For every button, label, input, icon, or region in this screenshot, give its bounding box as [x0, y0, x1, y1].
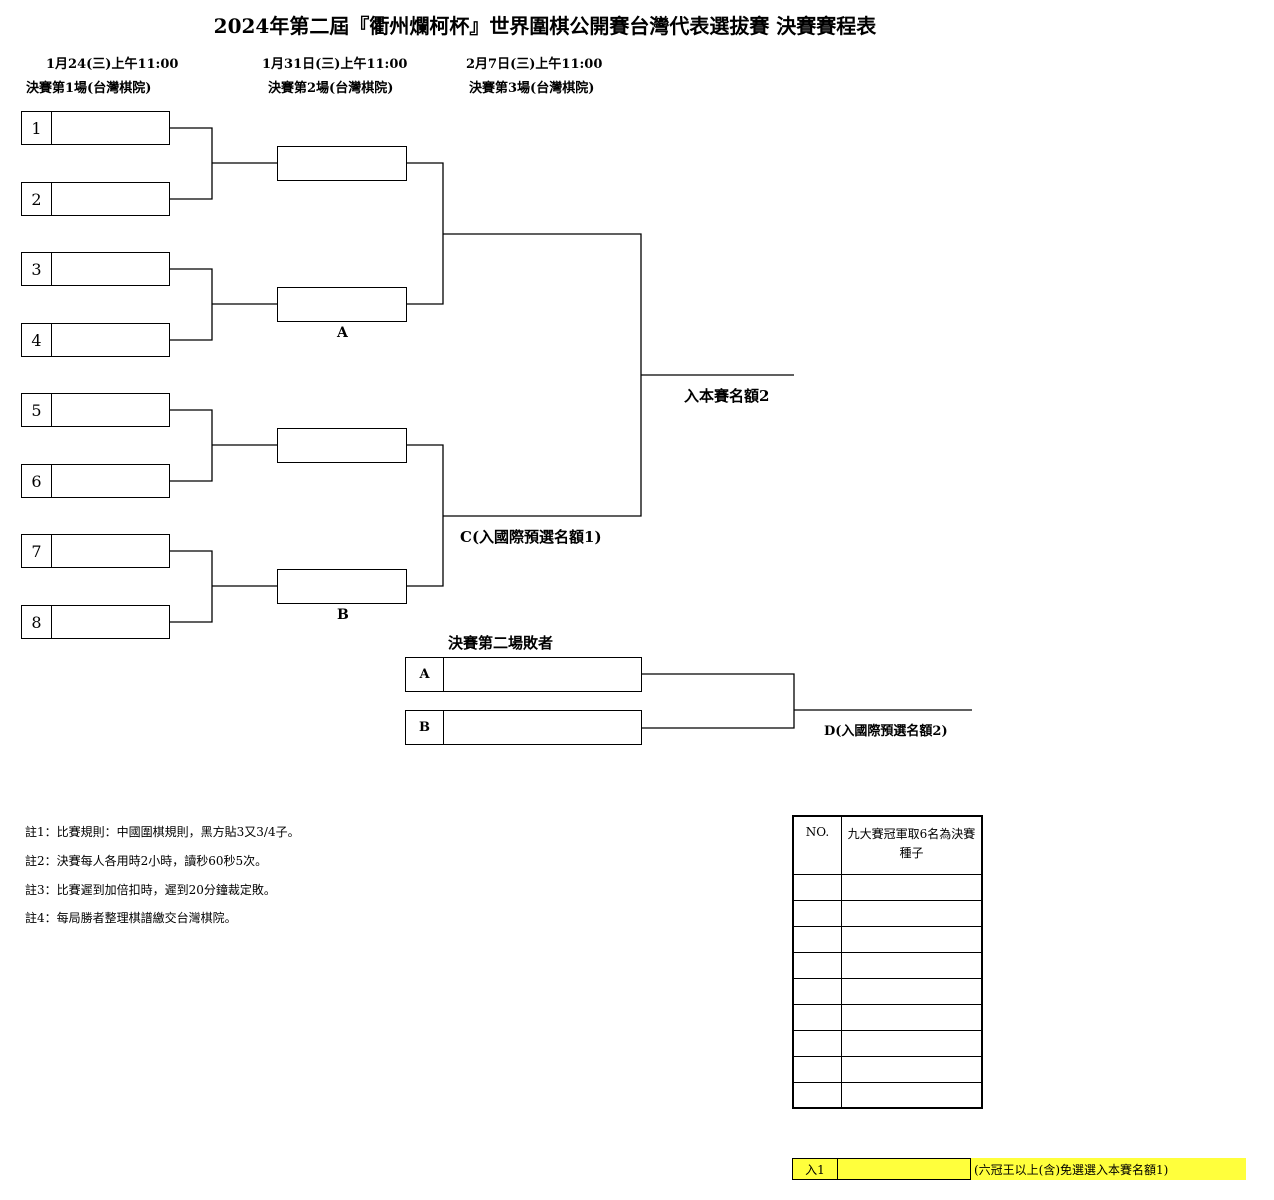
note-1: 註1：比賽規則：中國圍棋規則，黑方貼3又3/4子。: [25, 825, 300, 839]
seed-number: 4: [22, 324, 52, 356]
table-cell: [841, 1029, 983, 1057]
seed-number: 2: [22, 183, 52, 215]
seed-slot-1: 1: [21, 111, 170, 145]
seed-slot-4: 4: [21, 323, 170, 357]
round1-date: 1月24(三)上午11:00: [46, 57, 179, 72]
player-name-field: [52, 394, 169, 426]
seed-table-no-header: NO.: [792, 815, 842, 875]
table-row: [792, 951, 983, 979]
player-name-field: [52, 324, 169, 356]
seed-number: 8: [22, 606, 52, 638]
losers-slot-letter: A: [406, 658, 444, 691]
seed-number: 6: [22, 465, 52, 497]
exempt-row: 入1 (六冠王以上(含)免選選入本賽名額1): [792, 1158, 1246, 1180]
seed-slot-3: 3: [21, 252, 170, 286]
table-row: [792, 1029, 983, 1057]
seed-slot-2: 2: [21, 182, 170, 216]
seed-slot-8: 8: [21, 605, 170, 639]
seed-number: 7: [22, 535, 52, 567]
seed-number: 3: [22, 253, 52, 285]
losers-slot-letter: B: [406, 711, 444, 744]
table-cell: [792, 899, 842, 927]
losers-bracket-title: 決賽第二場敗者: [448, 634, 554, 652]
losers-winner-label: D(入國際預選名額2): [824, 724, 948, 739]
round2-date: 1月31日(三)上午11:00: [262, 57, 408, 72]
table-cell: [792, 1029, 842, 1057]
table-cell: [841, 977, 983, 1005]
note-3: 註3：比賽遲到加倍扣時，遲到20分鐘裁定敗。: [25, 883, 276, 897]
losers-slot-b: B: [405, 710, 642, 745]
table-cell: [841, 873, 983, 901]
player-name-field: [52, 112, 169, 144]
exempt-name-field: [837, 1158, 971, 1180]
final-winner-label: 入本賽名額2: [684, 387, 770, 405]
round2-name: 決賽第2場(台灣棋院): [268, 81, 394, 96]
round3-date: 2月7日(三)上午11:00: [466, 57, 603, 72]
player-name-field: [52, 253, 169, 285]
seed-table: NO. 九大賽冠軍取6名為決賽種子: [792, 815, 983, 1109]
table-row: [792, 925, 983, 953]
seed-table-desc-header: 九大賽冠軍取6名為決賽種子: [841, 815, 983, 875]
table-cell: [841, 951, 983, 979]
table-row: [792, 899, 983, 927]
round3-name: 決賽第3場(台灣棋院): [469, 81, 595, 96]
table-cell: [792, 925, 842, 953]
table-row: [792, 1081, 983, 1109]
seed-number: 5: [22, 394, 52, 426]
round2-slot-1: [277, 146, 407, 181]
table-cell: [841, 1081, 983, 1109]
table-row: [792, 1055, 983, 1083]
table-row: [792, 977, 983, 1005]
semifinal-b-label: B: [337, 607, 349, 623]
table-cell: [792, 1081, 842, 1109]
table-cell: [792, 873, 842, 901]
player-name-field: [52, 606, 169, 638]
seed-slot-7: 7: [21, 534, 170, 568]
round2-slot-4: [277, 569, 407, 604]
table-cell: [792, 977, 842, 1005]
page-title: 2024年第二屆『衢州爛柯杯』世界圍棋公開賽台灣代表選拔賽 決賽賽程表: [213, 14, 877, 38]
seed-number: 1: [22, 112, 52, 144]
round2-slot-3: [277, 428, 407, 463]
final-loser-label: C(入國際預選名額1): [460, 528, 602, 546]
table-row: [792, 1003, 983, 1031]
semifinal-a-label: A: [337, 325, 348, 341]
round2-slot-2: [277, 287, 407, 322]
exempt-note: (六冠王以上(含)免選選入本賽名額1): [974, 1162, 1169, 1177]
player-name-field: [52, 465, 169, 497]
table-cell: [792, 1003, 842, 1031]
player-name-field: [52, 535, 169, 567]
table-cell: [792, 1055, 842, 1083]
note-4: 註4：每局勝者整理棋譜繳交台灣棋院。: [25, 911, 237, 925]
table-cell: [792, 951, 842, 979]
table-cell: [841, 899, 983, 927]
table-cell: [841, 925, 983, 953]
exempt-label: 入1: [792, 1158, 838, 1180]
seed-slot-5: 5: [21, 393, 170, 427]
table-cell: [841, 1055, 983, 1083]
round1-name: 決賽第1場(台灣棋院): [26, 81, 152, 96]
losers-slot-a: A: [405, 657, 642, 692]
note-2: 註2：決賽每人各用時2小時，讀秒60秒5次。: [25, 854, 268, 868]
table-row: [792, 873, 983, 901]
seed-slot-6: 6: [21, 464, 170, 498]
table-cell: [841, 1003, 983, 1031]
player-name-field: [52, 183, 169, 215]
